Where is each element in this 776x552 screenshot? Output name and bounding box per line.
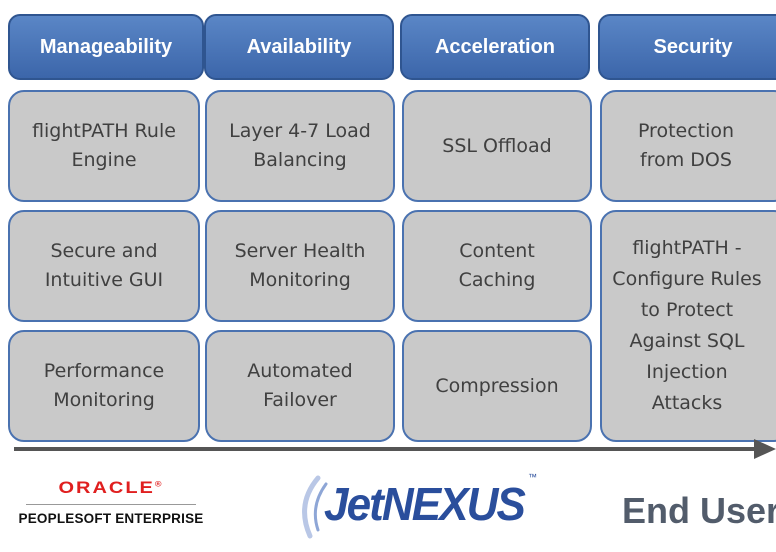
feature-box-health-monitoring: Server Health Monitoring (205, 210, 395, 322)
feature-box-sql-injection: flightPATH - Configure Rules to Protect … (600, 210, 776, 442)
feature-label: Secure and Intuitive GUI (44, 240, 164, 291)
column-header-label: Security (653, 35, 733, 58)
feature-box-content-caching: Content Caching (402, 210, 592, 322)
swoosh-icon (302, 475, 321, 539)
column-header-label: Availability (246, 35, 352, 58)
oracle-subtitle: PEOPLESOFT ENTERPRISE (18, 511, 204, 526)
feature-label: SSL Offload (442, 134, 552, 157)
jetnexus-wordmark: JetNEXUS (324, 478, 526, 530)
feature-box-ssl-offload: SSL Offload (402, 90, 592, 202)
oracle-wordmark: ORACLE® (58, 478, 164, 498)
end-user-label: End User (622, 490, 776, 531)
column-header-label: Manageability (39, 35, 173, 58)
feature-box-secure-gui: Secure and Intuitive GUI (8, 210, 200, 322)
feature-label: Automated Failover (247, 360, 353, 411)
oracle-logo: ORACLE® PEOPLESOFT ENTERPRISE (18, 477, 204, 526)
jetnexus-logo: JetNEXUS ™ (302, 472, 537, 539)
feature-box-performance-monitoring: Performance Monitoring (8, 330, 200, 442)
column-header-label: Acceleration (434, 35, 556, 58)
feature-box-dos-protection: Protection from DOS (600, 90, 776, 202)
feature-box-rule-engine: flightPATH Rule Engine (8, 90, 200, 202)
column-header-security: Security (598, 14, 776, 80)
feature-label: flightPATH Rule Engine (32, 120, 176, 171)
feature-label: Server Health Monitoring (234, 240, 366, 291)
flow-arrow (14, 439, 776, 459)
feature-label: Compression (435, 374, 559, 397)
feature-box-load-balancing: Layer 4-7 Load Balancing (205, 90, 395, 202)
feature-box-compression: Compression (402, 330, 592, 442)
feature-label: Content Caching (458, 240, 536, 291)
divider (26, 504, 196, 505)
column-header-availability: Availability (204, 14, 394, 80)
feature-label: Layer 4-7 Load Balancing (229, 120, 371, 171)
svg-text:™: ™ (528, 472, 537, 482)
feature-box-automated-failover: Automated Failover (205, 330, 395, 442)
feature-label: Performance Monitoring (43, 360, 165, 411)
feature-label: flightPATH - Configure Rules to Protect … (612, 237, 762, 414)
column-header-acceleration: Acceleration (400, 14, 590, 80)
column-header-manageability: Manageability (8, 14, 204, 80)
feature-label: Protection from DOS (637, 120, 735, 171)
